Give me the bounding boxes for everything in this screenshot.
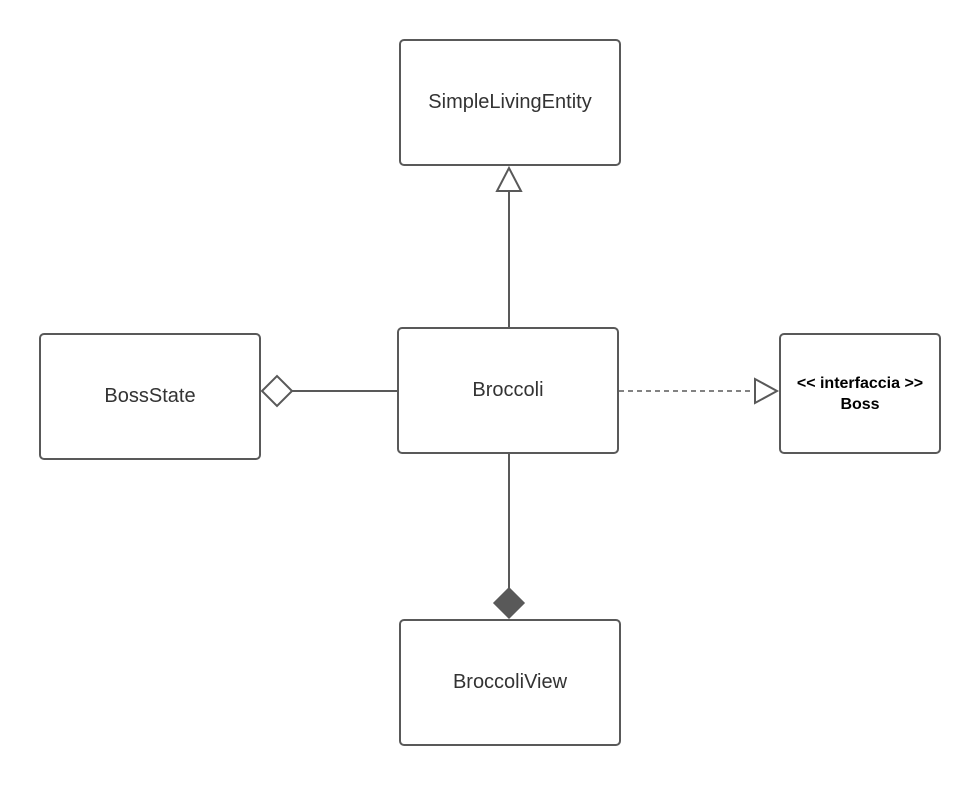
aggregation-diamond [260,374,294,408]
class-broccoli-view[interactable]: BroccoliView [399,619,621,746]
class-name: BroccoliView [452,671,568,693]
class-name: Broccoli [472,379,544,401]
composition-diamond [492,586,526,620]
class-name: SimpleLivingEntity [428,91,592,113]
generalization-arrowhead [495,165,523,192]
class-name: BossState [104,385,196,407]
class-boss-state[interactable]: BossState [39,333,261,460]
interface-stereotype: << interfaccia >> [796,374,924,392]
interface-boss[interactable]: << interfaccia >> Boss [779,333,941,454]
class-broccoli[interactable]: Broccoli [397,327,619,454]
realization-arrowhead [754,377,780,405]
class-simple-living-entity[interactable]: SimpleLivingEntity [399,39,621,166]
interface-name: Boss [840,395,880,413]
